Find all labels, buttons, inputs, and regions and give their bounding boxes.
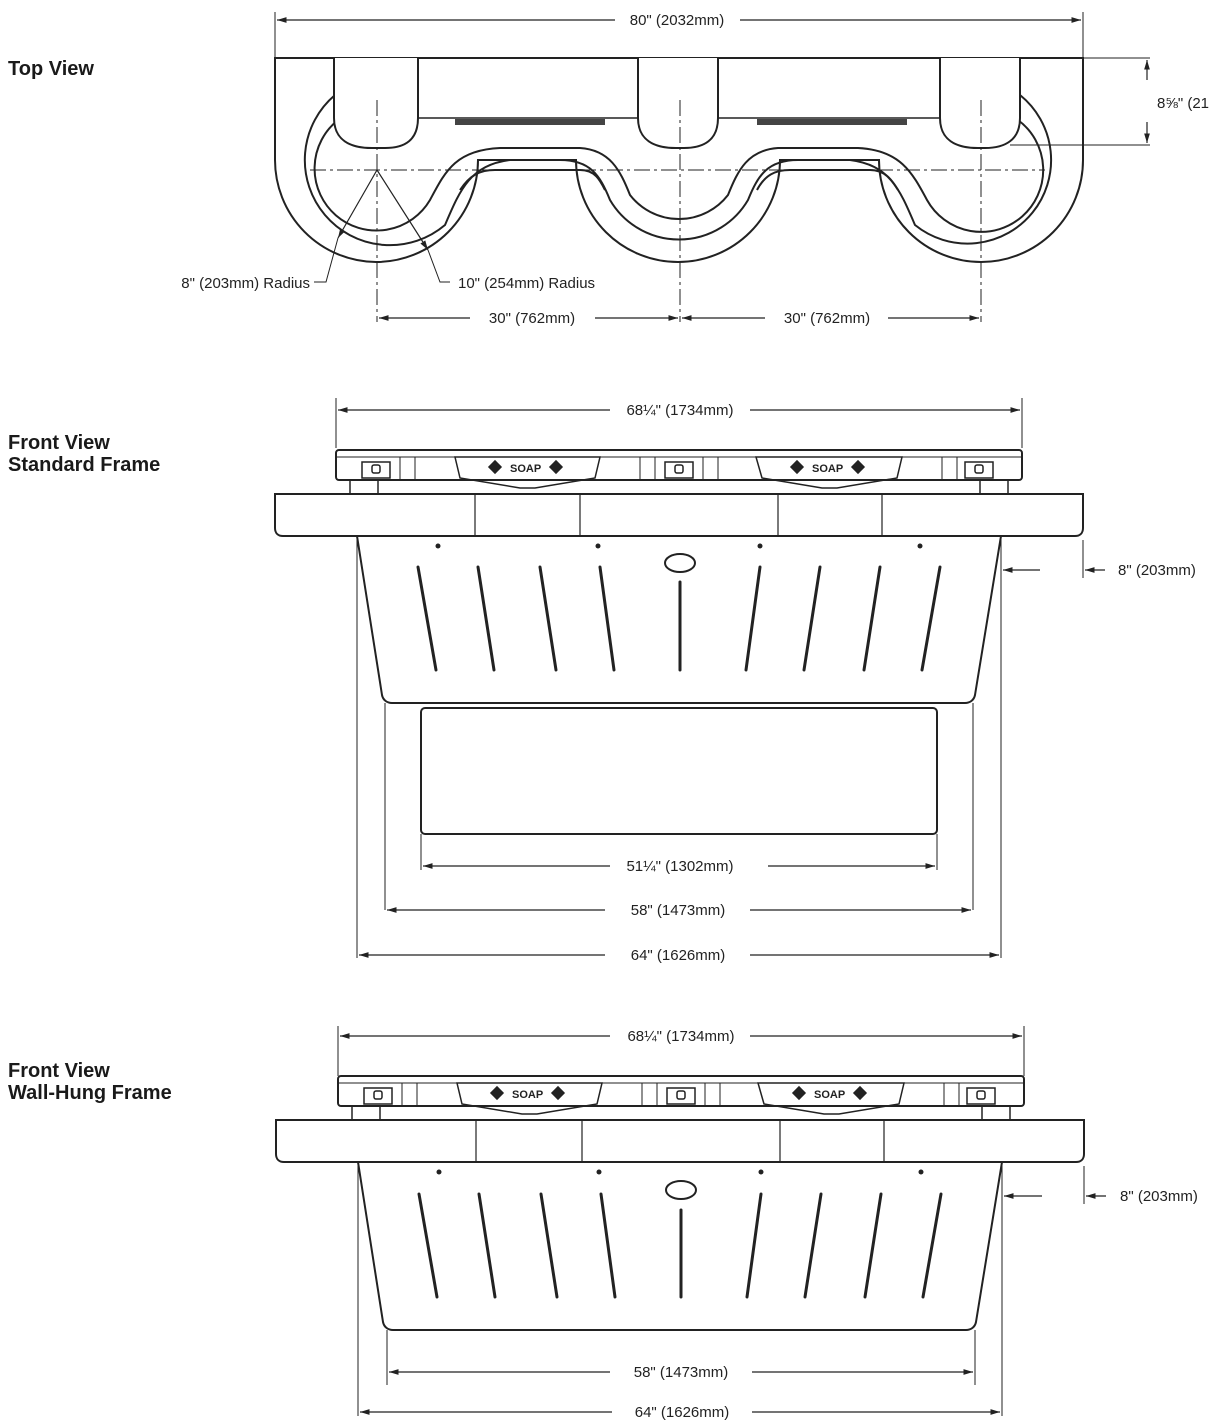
faucet-housing-right — [939, 58, 1021, 149]
radius-outer-label: 10" (254mm) Radius — [458, 275, 595, 292]
faucet-housing-left — [333, 58, 419, 149]
front-view-standard-line2: Standard Frame — [8, 454, 161, 476]
front-view-wall-title: Front View Wall-Hung Frame — [8, 1060, 172, 1104]
front-view-wall-drawing — [275, 1026, 1106, 1416]
drain-opening — [664, 553, 696, 573]
basin-rim — [274, 493, 1084, 537]
soap-dispenser-top-right — [757, 119, 907, 125]
soap-box-right — [755, 456, 903, 489]
soap-label-wall-right: SOAP — [814, 1089, 845, 1101]
front-view-wall-line1: Front View — [8, 1060, 110, 1082]
front-view-standard-line1: Front View — [8, 432, 110, 454]
spacing-label-right: 30" (762mm) — [784, 310, 870, 327]
basin-overall-label-std: 64" (1626mm) — [631, 947, 726, 964]
deck-width-label-std: 68¼" (1734mm) — [626, 402, 733, 419]
overhang-label-std: 8" (203mm) — [1118, 562, 1196, 579]
top-view-title-text: Top View — [8, 58, 94, 80]
soap-labels-standard: SOAP SOAP — [487, 459, 866, 475]
overhang-label-wall: 8" (203mm) — [1120, 1188, 1198, 1205]
basin-mid-label-std: 58" (1473mm) — [631, 902, 726, 919]
basin-outer-ring — [303, 94, 1053, 247]
soap-labels-wall: SOAP SOAP — [489, 1085, 868, 1101]
deck-strip — [335, 449, 1023, 481]
basin-inner-ring — [313, 119, 1045, 233]
top-depth-label: 8⅝" (219mm) — [1157, 95, 1209, 112]
trough-inner-rim — [459, 169, 606, 191]
radius-inner-label: 8" (203mm) Radius — [181, 275, 310, 292]
top-width-label: 80" (2032mm) — [630, 12, 725, 29]
soap-label-wall-left: SOAP — [512, 1089, 543, 1101]
soap-box-left — [454, 456, 601, 489]
front-view-standard-drawing — [274, 398, 1105, 958]
basin-mid-label-wall: 58" (1473mm) — [634, 1364, 729, 1381]
trough-bowl — [355, 535, 1003, 704]
spacing-label-left: 30" (762mm) — [489, 310, 575, 327]
soap-label-std-left: SOAP — [510, 463, 541, 475]
lower-frame — [420, 707, 938, 835]
front-view-wall-line2: Wall-Hung Frame — [8, 1082, 172, 1104]
top-deck-outline — [274, 57, 1084, 264]
inner-frame-label: 51¼" (1302mm) — [626, 858, 733, 875]
soap-dispenser-top-left — [455, 119, 605, 125]
soap-label-std-right: SOAP — [812, 463, 843, 475]
basin-overall-label-wall: 64" (1626mm) — [635, 1404, 730, 1421]
top-view-title: Top View — [8, 58, 94, 80]
deck-width-label-wall: 68¼" (1734mm) — [627, 1028, 734, 1045]
top-view-drawing — [274, 12, 1150, 322]
front-view-standard-title: Front View Standard Frame — [8, 432, 160, 476]
faucet-housing-center — [637, 58, 719, 149]
